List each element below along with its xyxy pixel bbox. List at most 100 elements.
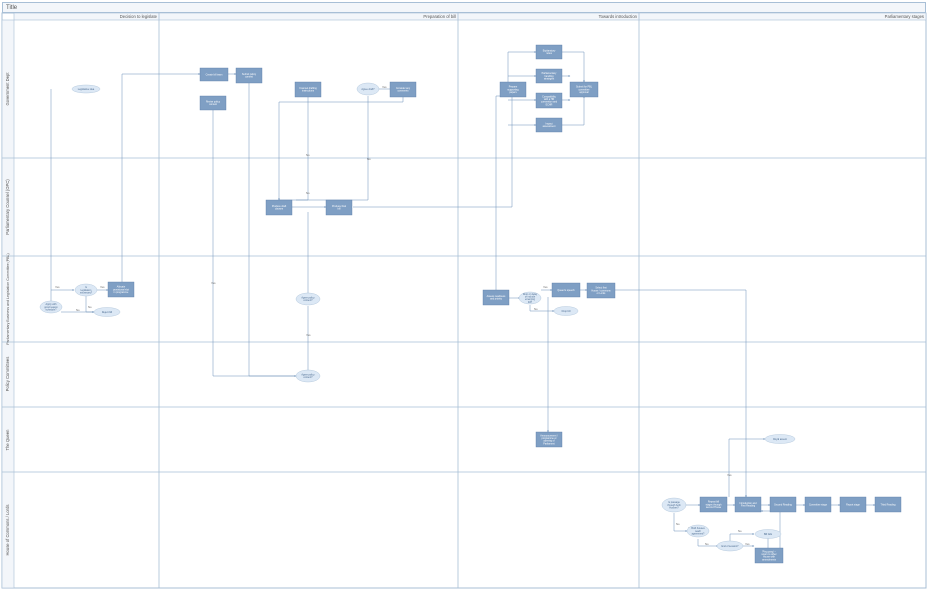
node-shape-report-stage [839, 496, 867, 513]
node-label-end-session: End of session? [721, 545, 739, 548]
lane-label-government: Government Dept [5, 72, 10, 106]
node-label-committee-stage: Committee stage [809, 503, 828, 506]
node-report-stage: Report stage [839, 496, 867, 513]
node-label-second-reading: Second Reading [774, 503, 792, 506]
label-yes-pbl: Yes [306, 333, 311, 337]
node-shape-committee-stage [804, 496, 832, 513]
node-shape-repeat-stages [699, 496, 728, 513]
node-shape-bill-fails [754, 529, 782, 539]
node-shape-explanatory-notes [535, 44, 563, 60]
node-shape-agree-content-policy [295, 369, 321, 383]
lane-label-houses: House of Commons / Lords [5, 505, 10, 556]
node-shape-first-reading [734, 496, 762, 513]
label-yes-draft: Yes [382, 85, 387, 89]
lane-label-opc: Parliamentary Counsel (OPC) [5, 179, 10, 235]
node-shape-handling [535, 68, 563, 84]
node-drop-bill: Drop bill [553, 306, 579, 316]
node-shape-end-session [716, 540, 744, 552]
label-no-pbl: No [306, 153, 310, 157]
node-end-session: End of session? [716, 540, 744, 552]
node-shape-agree-content-pbl [295, 292, 321, 306]
label-yes-both: Yes [727, 473, 732, 477]
node-shape-consider-comments [389, 81, 417, 98]
node-agree-draft: Agree draft? [356, 82, 380, 96]
node-label-third-reading: Third Reading [880, 503, 896, 506]
node-royal-assent: Royal assent [764, 434, 796, 444]
node-idea: Legislative idea [71, 84, 101, 94]
node-shape-drop-bill [553, 306, 579, 316]
node-queens-speech: Queen's speech [551, 282, 581, 298]
node-label-reject-bill: Reject bill [102, 311, 113, 314]
lane-label-pbl-line1: Parliamentary Business and Legislation C… [6, 253, 10, 344]
node-shape-revise-policy [199, 95, 227, 111]
phase-separators [158, 13, 640, 588]
node-third-reading: Third Reading [874, 496, 902, 513]
label-no-apply: No [76, 308, 80, 312]
label-no-necessary: No [88, 305, 92, 309]
node-shape-both-agree [686, 524, 710, 538]
node-shape-legislation-necessary [74, 283, 98, 297]
lane-label-column [1, 19, 15, 589]
node-shape-counsel-drafting [294, 81, 322, 98]
node-shape-third-reading [874, 496, 902, 513]
label-no-agree: No [705, 542, 709, 546]
node-shape-announce [535, 431, 563, 448]
label-yes-policy: Yes [211, 281, 216, 285]
node-shape-select-house [586, 282, 616, 299]
node-shape-reject-bill [93, 307, 121, 317]
node-label-idea: Legislative idea [78, 88, 95, 91]
phase-header-decision: Decision to legislate [120, 14, 158, 19]
node-shape-draft-clauses [265, 199, 293, 216]
phase-header-parliamentary: Parliamentary stages [885, 14, 924, 19]
label-yes-include: Yes [543, 285, 548, 289]
node-shape-apply-slot [39, 300, 63, 314]
node-shape-submit-policy [235, 67, 263, 84]
node-shape-submit-pbl [569, 81, 599, 98]
node-second-reading: Second Reading [769, 496, 797, 513]
label-no-include: No [534, 307, 538, 311]
lane-label-queen: The Queen [5, 429, 10, 451]
phase-header-preparation: Preparation of bill [423, 14, 456, 19]
node-shape-allocate-slot [107, 281, 135, 298]
node-label-drop-bill: Drop bill [562, 310, 571, 313]
node-label-royal-assent: Royal assent [773, 438, 787, 441]
label-yes-end: Yes [745, 542, 750, 546]
node-label-queens-speech: Queen's speech [557, 289, 575, 292]
label-no-draft: No [367, 157, 371, 161]
node-label-agree-draft: Agree draft? [361, 88, 375, 91]
